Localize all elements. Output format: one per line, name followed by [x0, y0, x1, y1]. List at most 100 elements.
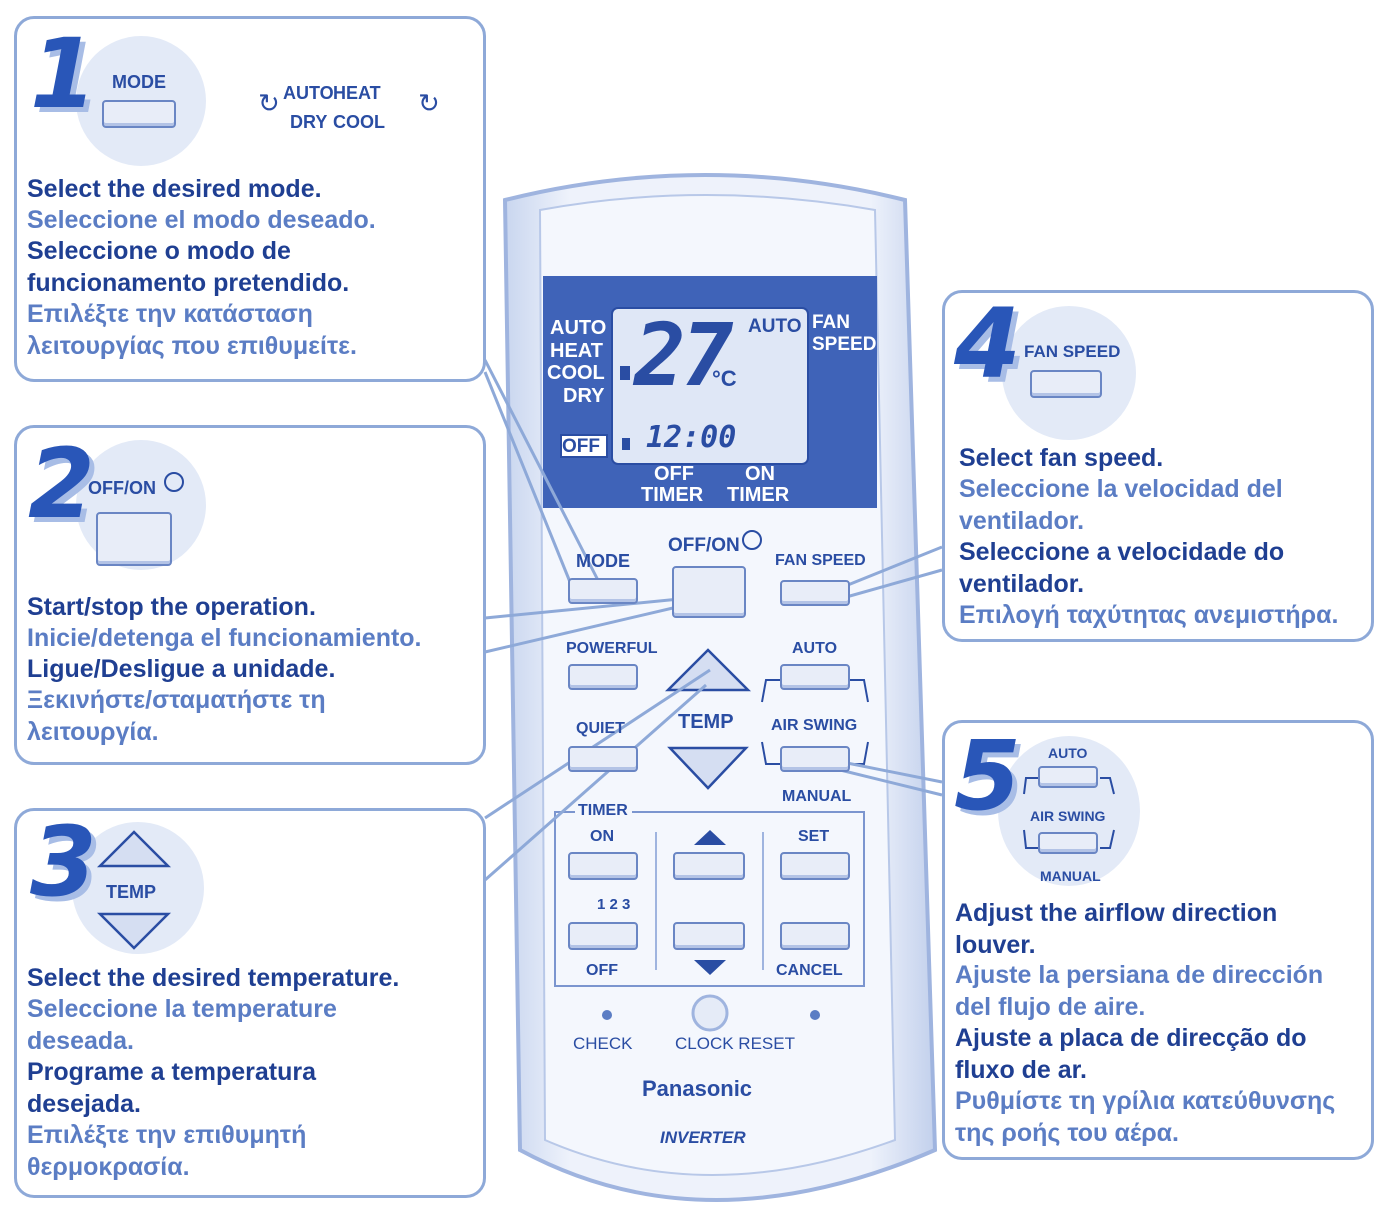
lcd-off-timer-1: OFF [654, 463, 694, 485]
fan-text-en: Select fan speed. [959, 444, 1164, 472]
lcd-screen [611, 307, 809, 465]
remote-temp-up-button[interactable] [668, 650, 748, 692]
timer-up-icon [694, 830, 726, 845]
remote-timer-label: TIMER [578, 802, 628, 819]
reset-hole [691, 994, 729, 1032]
remote-mode-label: MODE [576, 551, 630, 571]
step-number-5: 5 [954, 720, 1021, 832]
remote-swing-manual-button[interactable] [780, 746, 850, 772]
lcd-clock-indicator [622, 438, 630, 450]
remote-timer-on-label: ON [590, 828, 614, 845]
power-text-es: Inicie/detenga el funcionamiento. [27, 624, 422, 652]
remote-timer-off-label: OFF [586, 962, 618, 979]
lcd-mode-indicator [620, 366, 630, 380]
swing-text-es: Ajuste la persiana de dirección del fluj… [955, 961, 1324, 1021]
mode-cycle-heat: HEAT [333, 83, 381, 103]
cycle-arrow-right-icon: ↻ [418, 88, 440, 118]
lcd-off-timer-2: TIMER [641, 484, 704, 506]
mode-button-label: MODE [112, 72, 166, 92]
remote-check-label: CHECK [573, 1034, 633, 1053]
remote-quiet-label: QUIET [576, 720, 625, 737]
cycle-arrow-left-icon: ↻ [258, 88, 280, 118]
clock-reset-dot [810, 1010, 820, 1020]
swing-label: AIR SWING [1030, 808, 1106, 824]
remote-temp-down-button[interactable] [670, 746, 746, 788]
remote-mode-button[interactable] [568, 578, 638, 604]
inverter-logo: INVERTER [660, 1128, 746, 1147]
remote-cancel-button[interactable] [780, 922, 850, 950]
remote-timer-nums-label: 1 2 3 [597, 896, 631, 913]
lcd-off-label: OFF [562, 436, 600, 457]
lcd-fan-label-2: SPEED [812, 334, 877, 355]
power-button-illustration[interactable] [96, 512, 172, 566]
remote-swing-auto-button[interactable] [780, 664, 850, 690]
lcd-mode-dry: DRY [563, 385, 605, 407]
check-dot [602, 1010, 612, 1020]
temp-text-en: Select the desired temperature. [27, 964, 400, 992]
mode-cycle-dry: DRY [290, 112, 328, 132]
swing-manual-label: MANUAL [1040, 868, 1101, 884]
temp-down-arrow-shape [667, 746, 749, 790]
fan-text-pt: Seleccione a velocidade do ventilador. [959, 538, 1285, 598]
connector-lines [483, 359, 943, 882]
remote-fan-speed-label: FAN SPEED [775, 552, 866, 569]
temp-text-el: Επιλέξτε την επιθυμητή θερμοκρασία. [27, 1121, 307, 1181]
remote-air-swing-label: AIR SWING [771, 717, 858, 734]
power-text-en: Start/stop the operation. [27, 593, 316, 621]
power-text-pt: Ligue/Desligue a unidade. [27, 655, 336, 683]
step-number-3: 3 [30, 806, 97, 918]
remote-timer-up-button[interactable] [673, 852, 745, 880]
remote-temp-label: TEMP [678, 711, 734, 733]
temp-text-es: Seleccione la temperature deseada. [27, 995, 337, 1055]
fan-text-el: Επιλογή ταχύτητας ανεμιστήρα. [959, 601, 1339, 629]
remote-powerful-label: POWERFUL [566, 640, 658, 657]
fan-text-es: Seleccione la velocidad del ventilador. [959, 475, 1283, 535]
temp-text-pt: Programe a temperatura desejada. [27, 1058, 317, 1118]
remote-power-button[interactable] [672, 566, 746, 618]
power-button-label: OFF/ON [88, 478, 156, 498]
swing-bubble [998, 736, 1140, 886]
remote-timer-down-button[interactable] [673, 922, 745, 950]
remote-auto-label: AUTO [792, 640, 838, 657]
lcd-mode-auto: AUTO [550, 317, 607, 339]
remote-timer-off-button[interactable] [568, 922, 638, 950]
timer-frame [554, 811, 865, 987]
temp-arrows-icon [96, 830, 172, 950]
swing-auto-button-illustration[interactable] [1038, 766, 1098, 788]
mode-button-illustration[interactable] [102, 100, 176, 128]
remote-set-label: SET [798, 828, 830, 845]
swing-text-en: Adjust the airflow direction louver. [955, 899, 1278, 959]
lcd-fan-auto: AUTO [748, 316, 802, 337]
lcd-fan-label-1: FAN [812, 312, 850, 333]
power-text-el: Ξεκινήστε/σταματήστε τη λειτουργία. [27, 686, 326, 746]
lcd-clock: 12:00 [646, 420, 737, 455]
remote-powerful-button[interactable] [568, 664, 638, 690]
lcd-temperature: 27 [634, 306, 734, 406]
step-number-1: 1 [30, 18, 97, 130]
swing-text-el: Ρυθμίστε τη γρίλια κατεύθυνσης της ροής … [955, 1087, 1336, 1147]
lcd-off-badge [560, 434, 608, 458]
remote-power-label: OFF/ON [668, 535, 740, 556]
lcd-temp-unit: °C [712, 366, 737, 391]
fan-button-label: FAN SPEED [1024, 342, 1121, 361]
power-symbol-icon [164, 472, 184, 492]
timer-down-icon [694, 960, 726, 975]
brand-logo: Panasonic [642, 1076, 753, 1101]
remote-set-button[interactable] [780, 852, 850, 880]
remote-clock-reset-button[interactable] [693, 996, 727, 1030]
mode-text-en: Select the desired mode. [27, 175, 322, 203]
remote-manual-label: MANUAL [782, 788, 852, 805]
mode-cycle-cool: COOL [333, 112, 385, 132]
remote-cancel-label: CANCEL [776, 962, 843, 979]
mode-text-el: Επιλέξτε την κατάσταση λειτουργίας που ε… [27, 300, 357, 360]
swing-manual-button-illustration[interactable] [1038, 832, 1098, 854]
remote-fan-speed-button[interactable] [780, 580, 850, 606]
swing-text-pt: Ajuste a placa de direcção do fluxo de a… [955, 1024, 1307, 1084]
remote-timer-on-button[interactable] [568, 852, 638, 880]
lcd-mode-heat: HEAT [550, 340, 603, 362]
lcd-mode-cool: COOL [547, 362, 605, 384]
fan-button-illustration[interactable] [1030, 370, 1102, 398]
remote-clock-reset-label: CLOCK RESET [675, 1034, 795, 1053]
remote-quiet-button[interactable] [568, 746, 638, 772]
mode-text-pt: Seleccione o modo de funcionamento prete… [27, 237, 350, 297]
